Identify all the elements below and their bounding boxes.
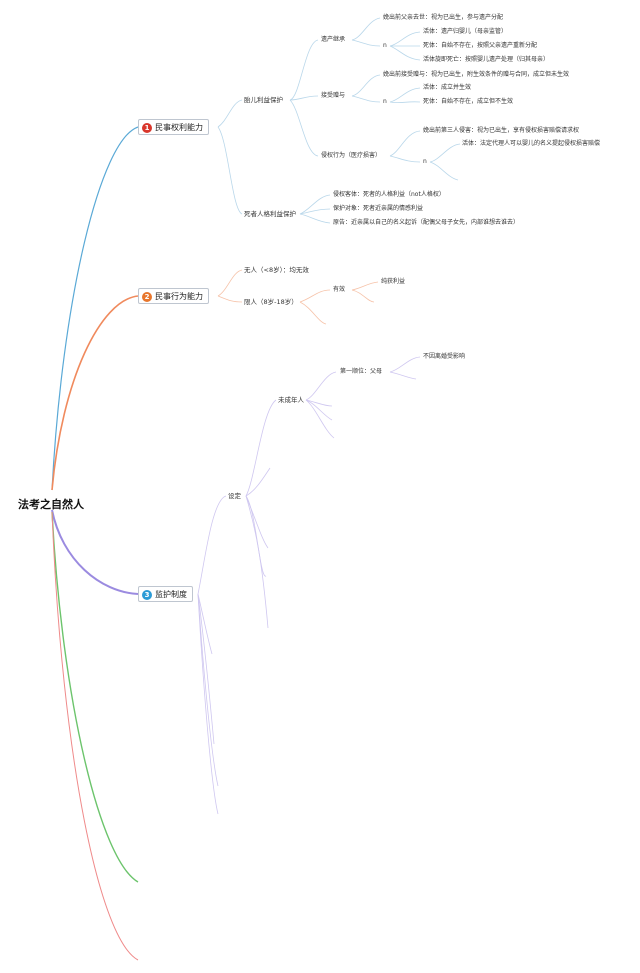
node-establishment[interactable]: 设定 bbox=[228, 492, 241, 500]
node-tort-before-birth[interactable]: 娩出前第三人侵害：视为已出生，享有侵权损害赔偿请求权 bbox=[423, 127, 580, 134]
node-gift-dead[interactable]: 死体：自始不存在，成立但不生效 bbox=[423, 98, 514, 105]
node-deceased-object[interactable]: 侵权客体：死者的人格利益（not人格权） bbox=[333, 191, 445, 198]
node-pure-benefit[interactable]: 纯获利益 bbox=[381, 278, 406, 285]
node-minor[interactable]: 未成年人 bbox=[278, 396, 304, 404]
branch-5-curve bbox=[51, 511, 139, 961]
node-deceased-target[interactable]: 保护对象：死者近亲属的情感利益 bbox=[333, 205, 424, 212]
node-inheritance[interactable]: 遗产继承 bbox=[321, 36, 346, 43]
topic-number-badge-1: 1 bbox=[142, 122, 152, 133]
node-first-order-parents[interactable]: 第一顺位：父母 bbox=[340, 368, 383, 375]
node-inheritance-live[interactable]: 活体：遗产归婴儿（母亲监管） bbox=[423, 28, 508, 35]
node-gift-n[interactable]: n bbox=[383, 98, 387, 105]
node-tort-live[interactable]: 活体：法定代理人可以婴儿的名义提起侵权损害赔偿 bbox=[462, 140, 601, 147]
node-inheritance-before-birth[interactable]: 娩出前父亲去世：视为已出生，参与遗产分配 bbox=[383, 14, 504, 21]
topic-label: 民事权利能力 bbox=[155, 123, 203, 132]
node-fetus-protection[interactable]: 胎儿利益保护 bbox=[244, 96, 283, 104]
node-divorce-no-effect[interactable]: 不因离婚受影响 bbox=[423, 353, 466, 360]
branch-4-curve bbox=[51, 511, 139, 883]
branch-1-curve bbox=[51, 126, 139, 491]
node-gift[interactable]: 接受赠与 bbox=[321, 92, 346, 99]
node-deceased-plaintiff[interactable]: 原告：近亲属以自己的名义起诉（配偶父母子女先，内部谁想去谁去） bbox=[333, 219, 520, 226]
node-tort[interactable]: 侵权行为（医疗损害） bbox=[321, 152, 382, 159]
topic-number-badge-2: 2 bbox=[142, 291, 152, 302]
topic-label: 监护制度 bbox=[155, 590, 187, 599]
node-valid[interactable]: 有效 bbox=[333, 286, 346, 293]
node-no-capacity[interactable]: 无人（<8岁）：均无效 bbox=[244, 266, 309, 274]
node-inheritance-dead[interactable]: 死体：自始不存在，按照父亲遗产重新分配 bbox=[423, 42, 538, 49]
node-inheritance-n[interactable]: n bbox=[383, 42, 387, 49]
root-topic[interactable]: 法考之自然人 bbox=[18, 498, 84, 511]
node-inheritance-live-then-dead[interactable]: 活体旋即死亡：按照婴儿遗产处理（归其母亲） bbox=[423, 56, 550, 63]
node-tort-n[interactable]: n bbox=[423, 158, 427, 165]
topic-civil-rights-capacity[interactable]: 1 民事权利能力 bbox=[138, 119, 209, 135]
topic-guardianship[interactable]: 3 监护制度 bbox=[138, 586, 193, 602]
node-gift-live[interactable]: 活体：成立并生效 bbox=[423, 84, 472, 91]
topic-civil-act-capacity[interactable]: 2 民事行为能力 bbox=[138, 288, 209, 304]
node-limited-capacity[interactable]: 限人（8岁-18岁） bbox=[244, 298, 298, 306]
node-deceased-protection[interactable]: 死者人格利益保护 bbox=[244, 210, 296, 218]
branch-2-curve bbox=[51, 295, 139, 491]
topic-number-badge-3: 3 bbox=[142, 589, 152, 600]
branch-3-curve bbox=[51, 509, 139, 595]
node-gift-before-birth[interactable]: 娩出前接受赠与：视为已出生，附生效条件的赠与合同，成立但未生效 bbox=[383, 71, 570, 78]
topic-label: 民事行为能力 bbox=[155, 292, 203, 301]
